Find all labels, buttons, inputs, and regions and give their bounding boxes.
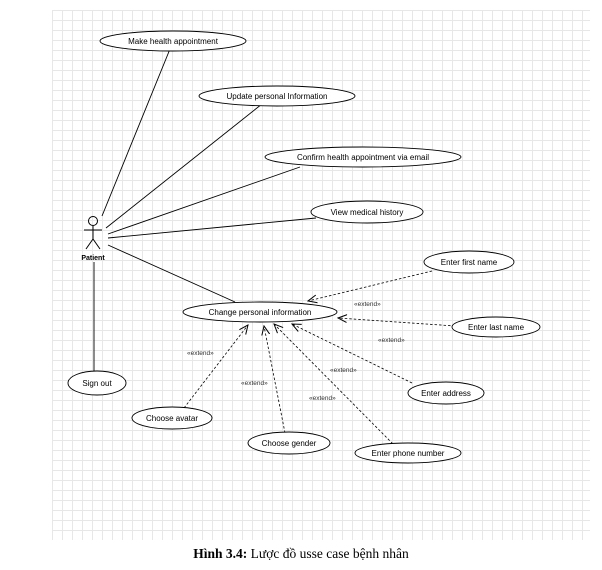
extend-label: «extend» [309,395,336,402]
assoc-update-info [105,103,263,229]
uc-choose-avatar [131,406,213,430]
uc-make-appointment [99,30,247,52]
uc-enter-last-name [451,316,541,338]
uc-label-choose-avatar: Choose avatar [146,414,198,423]
uc-label-enter-phone: Enter phone number [372,449,445,458]
uc-enter-first-name [423,250,515,274]
diagram-canvas: «extend» «extend» «extend» «extend» «ext… [67,30,541,464]
extend-label: «extend» [330,367,357,374]
extend-phone [274,324,397,448]
assoc-view-history [107,217,317,239]
caption-number: Hình 3.4: [193,546,248,561]
assoc-change-info [107,244,236,303]
assoc-make-appointment [101,48,171,217]
caption-text: Lược đồ usse case bệnh nhân [247,546,409,561]
use-case-labels: Make health appointment Update personal … [82,37,524,458]
assoc-confirm-email [107,166,301,235]
extend-gender [264,326,286,434]
uc-change-info [182,301,338,323]
actor-head-icon [88,216,98,226]
uc-choose-gender [247,431,331,455]
uc-label-change-info: Change personal information [209,308,312,317]
figure-caption: Hình 3.4: Lược đồ usse case bệnh nhân [0,546,602,562]
use-case-ellipses [67,30,541,464]
extend-first-name [308,270,433,301]
uc-label-enter-first-name: Enter first name [441,258,498,267]
uc-label-choose-gender: Choose gender [262,439,317,448]
extend-label: «extend» [187,350,214,357]
uc-update-info [198,85,356,107]
extend-labels: «extend» «extend» «extend» «extend» «ext… [187,301,405,402]
uc-label-sign-out: Sign out [82,379,112,388]
extend-avatar [183,325,248,409]
uc-enter-phone [354,442,462,464]
extend-address [292,324,413,384]
uc-sign-out [67,370,127,396]
association-lines [93,48,317,372]
uc-label-confirm-email: Confirm health appointment via email [297,153,429,162]
uc-label-make-appointment: Make health appointment [128,37,219,46]
uc-label-update-info: Update personal Information [227,92,328,101]
actor-patient [84,216,102,250]
uc-enter-address [407,381,485,405]
uc-label-enter-address: Enter address [421,389,471,398]
uc-view-history [310,200,424,224]
uc-label-view-history: View medical history [331,208,404,217]
actor-label: Patient [81,255,105,262]
extend-label: «extend» [354,301,381,308]
uc-label-enter-last-name: Enter last name [468,323,525,332]
extend-label: «extend» [378,337,405,344]
extend-label: «extend» [241,380,268,387]
extend-arrows [183,270,456,448]
extend-last-name [338,318,456,327]
uc-confirm-email [264,146,462,168]
